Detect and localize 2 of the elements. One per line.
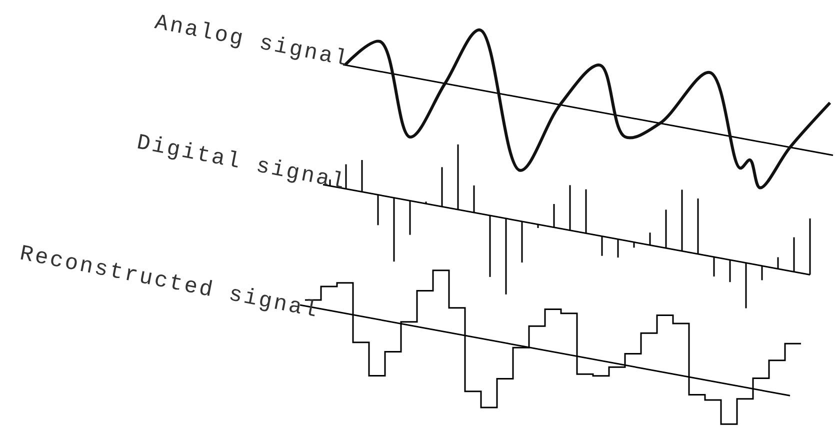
signal-label: Digital signal (134, 132, 348, 194)
signal-label: Analog signal (152, 12, 352, 72)
